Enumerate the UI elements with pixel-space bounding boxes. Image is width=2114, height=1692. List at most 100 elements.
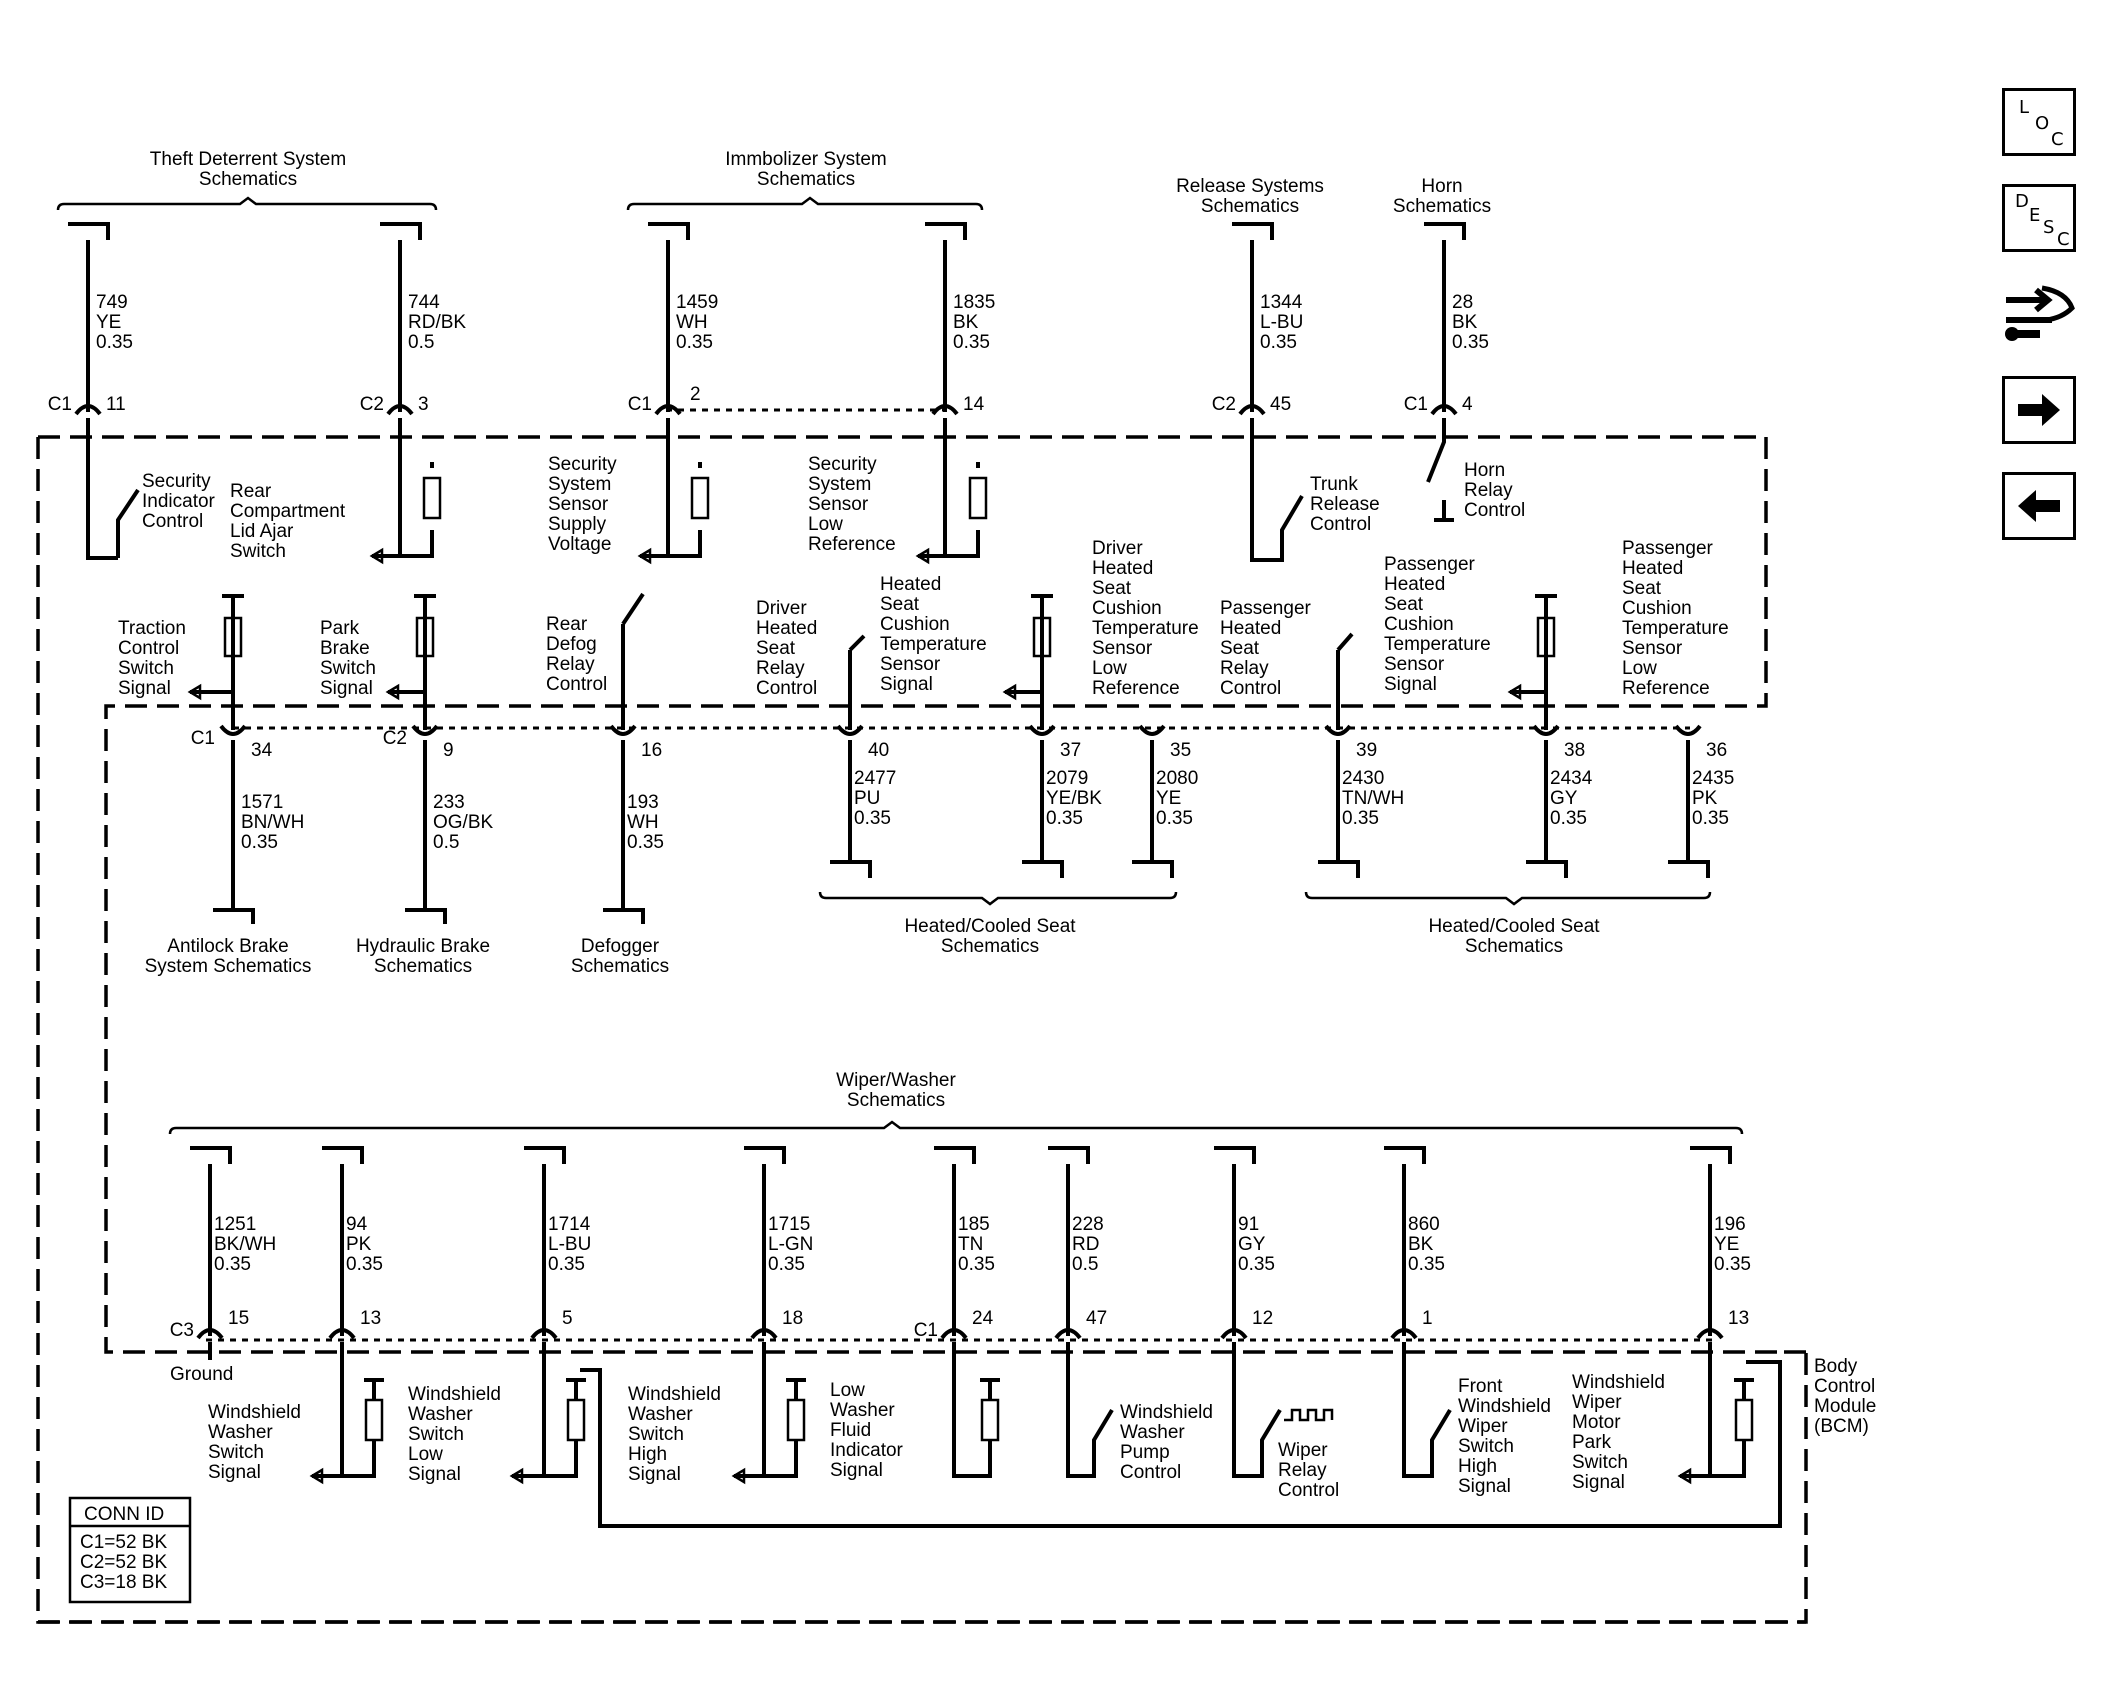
connector-label: C1 [628, 394, 652, 415]
connector-label: C2 [360, 394, 384, 415]
conn-id-line: C3=18 BK [80, 1572, 167, 1593]
conn-id-title: CONN ID [84, 1504, 164, 1525]
pin-label: 47 [1086, 1308, 1107, 1329]
connector-label: C1 [48, 394, 72, 415]
pin-label: 34 [251, 740, 273, 761]
pin-label: 38 [1564, 740, 1585, 761]
bottom-wires [190, 1146, 1782, 1528]
connector-label: C1 [1404, 394, 1428, 415]
pin-label: 37 [1060, 740, 1081, 761]
desc-letter: E [2029, 205, 2041, 226]
pin-label: 1 [1422, 1308, 1433, 1329]
pin-label: 16 [641, 740, 662, 761]
pin-label: 24 [972, 1308, 994, 1329]
connector-label: C1 [191, 728, 215, 749]
pin-label: 39 [1356, 740, 1377, 761]
conn-id-line: C2=52 BK [80, 1552, 167, 1573]
location-button[interactable]: L O C [2002, 88, 2076, 156]
pin-label: 35 [1170, 740, 1191, 761]
navigation-panel: L O C D E S C [2002, 88, 2082, 568]
pin-label: 40 [868, 740, 889, 761]
previous-arrow-button[interactable] [2002, 472, 2076, 540]
desc-letter: C [2057, 229, 2070, 250]
conn-id-box: CONN ID C1=52 BK C2=52 BK C3=18 BK [68, 1496, 192, 1604]
pin-label: 3 [418, 394, 429, 415]
description-button[interactable]: D E S C [2002, 184, 2076, 252]
connector-label: C2 [383, 728, 407, 749]
left-arrow-icon [2018, 490, 2060, 522]
bcm-outline [36, 435, 1808, 1624]
connector-label: C3 [170, 1320, 194, 1341]
connector-label: C1 [914, 1320, 938, 1341]
function-label: Ground [170, 1364, 233, 1385]
mid-wires [187, 592, 1710, 924]
desc-letter: S [2043, 217, 2055, 238]
connector-label: C2 [1212, 394, 1236, 415]
conn-id-line: C1=52 BK [80, 1532, 167, 1553]
pin-label: 11 [106, 394, 126, 415]
pin-label: 9 [443, 740, 454, 761]
next-arrow-button[interactable] [2002, 376, 2076, 444]
pin-label: 12 [1252, 1308, 1273, 1329]
pin-label: 13 [360, 1308, 381, 1329]
desc-letter: D [2015, 191, 2029, 212]
loc-letter: O [2035, 113, 2050, 134]
pin-label: 45 [1270, 394, 1291, 415]
top-wires [68, 222, 1466, 565]
pin-label: 5 [562, 1308, 573, 1329]
wrench-icon[interactable] [2002, 280, 2076, 348]
right-arrow-icon [2018, 394, 2060, 426]
pin-label: 15 [228, 1308, 249, 1329]
loc-letter: C [2051, 129, 2064, 150]
pin-label: 13 [1728, 1308, 1749, 1329]
